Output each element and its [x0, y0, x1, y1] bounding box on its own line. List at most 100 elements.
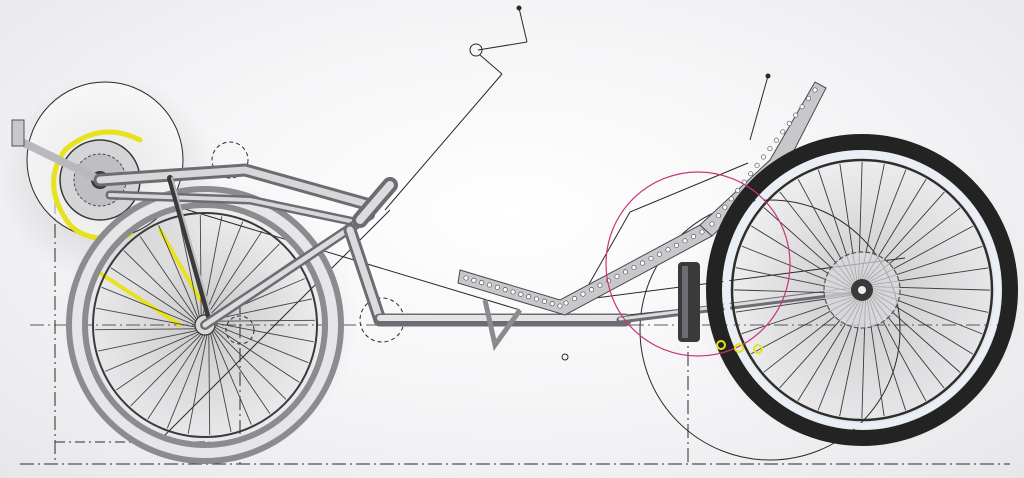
seat-sketch-2: [629, 162, 749, 213]
seat-hole: [479, 280, 485, 286]
seat-hole: [715, 213, 721, 219]
seat-base: [457, 224, 713, 316]
spoke: [178, 218, 200, 317]
small-pivot-circle: [561, 353, 569, 361]
front-mount-block: [678, 262, 700, 342]
seat-hole: [754, 162, 760, 168]
steering-sketch-3: [479, 54, 503, 75]
seat-hole: [571, 296, 578, 302]
seat-hole: [673, 242, 680, 248]
seat-hole: [799, 104, 805, 110]
steering-sketch-2: [477, 41, 528, 51]
main-tube-left-hl: [346, 226, 384, 324]
bicycle-wheel-icon: [706, 134, 1018, 446]
seat-hole: [526, 294, 532, 300]
bolt-markers: [716, 340, 763, 354]
seat-hole: [735, 187, 741, 194]
bolt-marker: [753, 344, 763, 354]
front-wheel-construction-circle: [639, 199, 901, 461]
steering-pivot-circle: [469, 43, 483, 57]
seat-mount-dot-2: [516, 5, 522, 11]
seat-hole: [557, 303, 563, 309]
seat-hole: [588, 287, 595, 293]
seat-hole: [806, 95, 812, 101]
seat-hole: [463, 275, 469, 281]
seat-hole: [709, 221, 715, 227]
seat-hole: [614, 273, 620, 279]
seat-hole: [518, 291, 524, 297]
steering-radius-circle: [605, 171, 791, 357]
spoke: [101, 286, 196, 326]
spoke: [187, 334, 208, 434]
spoke: [214, 324, 309, 364]
front-tire-stripe: [723, 151, 1001, 429]
seat-bracket: [482, 299, 523, 352]
seat-hole: [699, 229, 705, 235]
spoke: [212, 330, 271, 415]
steering-sketch-4: [384, 73, 503, 211]
bolt-marker: [716, 340, 726, 350]
spoke: [130, 333, 202, 407]
steering-sketch-1: [518, 7, 528, 43]
pedal: [11, 119, 25, 147]
seat-hole: [541, 298, 547, 304]
seat-hole: [502, 287, 508, 293]
seat-hole: [597, 282, 603, 288]
seat-hole: [510, 289, 516, 295]
chain-highlight: [51, 129, 143, 241]
spoke: [204, 221, 244, 316]
front-boom-hl: [618, 287, 862, 321]
spoke: [214, 326, 300, 383]
spoke: [208, 243, 280, 317]
seat-hole: [486, 282, 493, 288]
spoke: [139, 235, 198, 320]
seat-hole: [728, 196, 734, 202]
spoke: [110, 267, 196, 324]
rear-rim: [92, 212, 318, 438]
seat-hole: [780, 129, 786, 135]
head-tube-hl: [356, 181, 394, 224]
spoke: [211, 331, 252, 425]
chain-highlight-bottom: [93, 268, 182, 327]
spoke: [96, 307, 196, 328]
crank-arm: [14, 136, 104, 184]
spoke: [158, 225, 199, 319]
seat-hole: [631, 264, 637, 271]
seat-hole: [494, 284, 500, 290]
spoke: [213, 298, 312, 320]
seat-stay: [167, 175, 213, 323]
spoke: [214, 319, 315, 322]
spoke: [206, 230, 263, 316]
spoke: [98, 330, 197, 352]
spoke: [208, 334, 211, 435]
seat-hole: [622, 269, 629, 275]
seat-hole: [648, 256, 654, 262]
seat-plate: [457, 81, 827, 316]
seat-hole: [549, 301, 555, 307]
spoke: [210, 333, 232, 432]
seat-hole: [690, 233, 697, 239]
chain-stay-hl: [202, 212, 373, 328]
seat-hole: [767, 146, 773, 152]
seat-hole: [793, 112, 799, 118]
seat-hole: [665, 247, 671, 253]
seat-mount-dot-1: [765, 73, 771, 79]
seat-hole: [786, 120, 792, 127]
spoke: [115, 332, 200, 391]
front-tire: [706, 134, 1018, 446]
seat-hole: [656, 251, 663, 257]
rear-stay-upper-hl: [96, 166, 374, 209]
seat-hole: [580, 291, 586, 297]
hinge-construction-circle-1: [211, 141, 249, 179]
bolt-marker: [734, 343, 744, 353]
seat-hole: [471, 277, 477, 283]
seat-hole: [533, 296, 540, 302]
seat-hole: [682, 238, 688, 244]
rear-stay-lower-hl: [108, 193, 357, 224]
spoke: [214, 322, 314, 343]
seat-hole: [812, 87, 818, 93]
spoke: [147, 334, 204, 420]
seat-sketch-1: [749, 75, 769, 141]
